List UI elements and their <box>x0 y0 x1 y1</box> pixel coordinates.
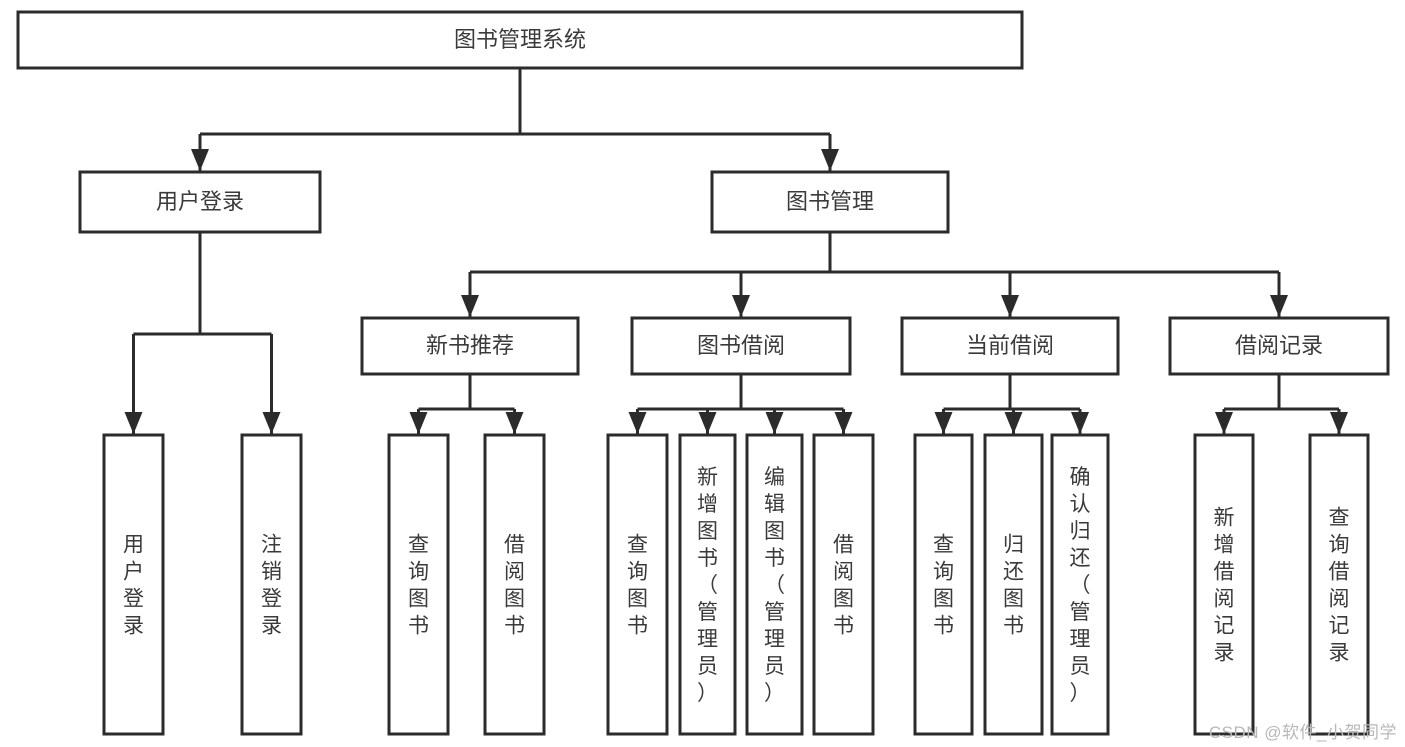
node-leaf-leaf-user-logout[interactable]: 注销登录 <box>240 433 303 736</box>
node-rect <box>710 170 950 234</box>
node-leaf-leaf-borrow-book-1[interactable]: 借阅图书 <box>483 433 546 736</box>
node-label: 图书管理 <box>786 189 874 214</box>
node-leaf-leaf-query-book-2[interactable]: 查询图书 <box>606 433 669 736</box>
node-label: 查询图书 <box>627 534 648 638</box>
node-label: 新增借阅记录 <box>1214 507 1235 665</box>
node-leaf-leaf-add-borrow-record[interactable]: 新增借阅记录 <box>1193 433 1255 736</box>
node-level3-book-borrow[interactable]: 图书借阅 <box>630 316 852 376</box>
node-leaf-leaf-return-book[interactable]: 归还图书 <box>983 433 1044 736</box>
node-rect <box>900 316 1120 376</box>
node-level3-current-borrow[interactable]: 当前借阅 <box>900 316 1120 376</box>
arrow-head-icon-leaf-query-book-3 <box>934 412 953 434</box>
node-label: 当前借阅 <box>966 333 1054 358</box>
arrow-head-icon-leaf-borrow-book-1 <box>505 412 524 434</box>
node-label: 借阅记录 <box>1235 333 1323 358</box>
node-rect <box>983 433 1044 736</box>
node-rect <box>1050 433 1110 736</box>
arrow-head-icon-leaf-add-borrow-record <box>1215 412 1233 434</box>
nodes-layer: 图书管理系统用户登录图书管理新书推荐图书借阅当前借阅借阅记录用户登录注销登录查询… <box>16 10 1390 736</box>
node-level3-borrow-record[interactable]: 借阅记录 <box>1168 316 1390 376</box>
node-label: 用户登录 <box>123 534 144 638</box>
arrow-head-icon-user-login <box>191 149 209 171</box>
node-rect <box>483 433 546 736</box>
node-rect <box>387 433 450 736</box>
arrow-head-icon-leaf-query-book-1 <box>409 412 428 434</box>
node-rect <box>102 433 165 736</box>
node-label: 查询借阅记录 <box>1329 507 1350 665</box>
node-rect <box>78 170 322 234</box>
node-label: 图书管理系统 <box>454 27 586 52</box>
node-rect <box>1308 433 1370 736</box>
arrow-head-icon-leaf-user-login <box>124 412 143 434</box>
node-rect <box>630 316 852 376</box>
node-leaf-leaf-user-login[interactable]: 用户登录 <box>102 433 165 736</box>
node-level2-user-login[interactable]: 用户登录 <box>78 170 322 234</box>
arrow-head-icon-leaf-query-book-2 <box>628 412 647 434</box>
node-rect <box>745 433 804 736</box>
node-label: 查询图书 <box>933 534 954 638</box>
node-root-root[interactable]: 图书管理系统 <box>16 10 1024 70</box>
node-label: 确认归还（管理员） <box>1070 466 1091 705</box>
arrow-head-icon-leaf-confirm-return-admin <box>1071 412 1089 434</box>
arrow-head-icon-leaf-query-borrow-record <box>1330 412 1348 434</box>
node-rect <box>360 316 580 376</box>
node-leaf-leaf-query-book-3[interactable]: 查询图书 <box>913 433 974 736</box>
node-label: 借阅图书 <box>504 534 525 638</box>
node-leaf-leaf-borrow-book-2[interactable]: 借阅图书 <box>812 433 875 736</box>
node-leaf-leaf-add-book-admin[interactable]: 新增图书（管理员） <box>678 433 737 736</box>
node-label: 编辑图书（管理员） <box>764 466 785 705</box>
node-rect <box>812 433 875 736</box>
arrow-head-icon-leaf-return-book <box>1004 412 1023 434</box>
node-leaf-leaf-edit-book-admin[interactable]: 编辑图书（管理员） <box>745 433 804 736</box>
node-rect <box>1168 316 1390 376</box>
arrow-head-icon-leaf-borrow-book-2 <box>834 412 853 434</box>
arrow-head-icon-book-borrow <box>732 295 750 317</box>
node-label: 新书推荐 <box>426 333 514 358</box>
node-leaf-leaf-query-book-1[interactable]: 查询图书 <box>387 433 450 736</box>
node-leaf-leaf-confirm-return-admin[interactable]: 确认归还（管理员） <box>1050 433 1110 736</box>
node-label: 用户登录 <box>156 189 244 214</box>
node-rect <box>16 10 1024 70</box>
node-label: 归还图书 <box>1003 534 1024 638</box>
arrow-head-icon-leaf-user-logout <box>262 412 281 434</box>
node-label: 注销登录 <box>261 534 282 638</box>
node-level3-new-book-recommend[interactable]: 新书推荐 <box>360 316 580 376</box>
node-rect <box>240 433 303 736</box>
arrow-head-icon-new-book-recommend <box>461 295 479 317</box>
node-rect <box>606 433 669 736</box>
arrow-head-icon-leaf-add-book-admin <box>698 412 717 434</box>
connectors-layer <box>124 68 1348 434</box>
node-rect <box>678 433 737 736</box>
node-label: 图书借阅 <box>697 333 785 358</box>
node-rect <box>913 433 974 736</box>
watermark-text: CSDN @软件_小贺同学 <box>1208 723 1397 742</box>
node-rect <box>1193 433 1255 736</box>
arrow-head-icon-current-borrow <box>1001 295 1019 317</box>
node-label: 借阅图书 <box>833 534 854 638</box>
node-level2-book-manage[interactable]: 图书管理 <box>710 170 950 234</box>
node-leaf-leaf-query-borrow-record[interactable]: 查询借阅记录 <box>1308 433 1370 736</box>
arrow-head-icon-leaf-edit-book-admin <box>765 412 784 434</box>
node-label: 查询图书 <box>408 534 429 638</box>
arrow-head-icon-borrow-record <box>1270 295 1288 317</box>
node-label: 新增图书（管理员） <box>697 466 718 705</box>
arrow-head-icon-book-manage <box>821 149 839 171</box>
